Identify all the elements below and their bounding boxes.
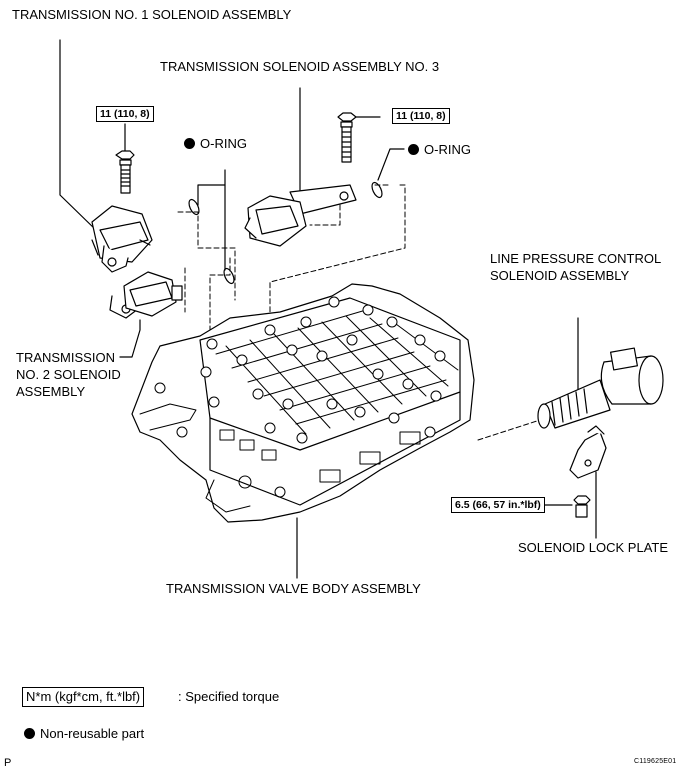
nonreusable-dot-icon — [184, 138, 195, 149]
label-solenoid-3: TRANSMISSION SOLENOID ASSEMBLY NO. 3 — [160, 59, 440, 74]
torque-bolt-1: 11 (110, 8) — [96, 106, 154, 122]
label-valve-body: TRANSMISSION VALVE BODY ASSEMBLY — [166, 581, 421, 596]
solenoid-2-shape — [109, 271, 183, 319]
label-solenoid-2-line2: NO. 2 SOLENOID — [16, 367, 121, 382]
figure-code: C119625E01 — [634, 758, 677, 765]
torque-lock-bolt: 6.5 (66, 57 in.*lbf) — [451, 497, 545, 513]
torque-bolt-3: 11 (110, 8) — [392, 108, 450, 124]
solenoid-3-shape — [244, 184, 357, 247]
oring-right-text: O-RING — [424, 142, 471, 157]
lpc-solenoid-shape — [537, 347, 664, 429]
legend-torque-units: N*m (kgf*cm, ft.*lbf) — [22, 687, 145, 707]
nonreusable-dot-icon — [408, 144, 419, 155]
label-solenoid-1: TRANSMISSION NO. 1 SOLENOID ASSEMBLY — [12, 7, 292, 22]
label-lpc-line1: LINE PRESSURE CONTROL — [490, 251, 662, 266]
bolt-1 — [115, 150, 135, 194]
page-letter: P — [4, 757, 12, 769]
nonreusable-dot-icon — [24, 728, 35, 739]
lock-plate-shape — [569, 425, 607, 479]
label-solenoid-2-line3: ASSEMBLY — [16, 384, 86, 399]
bolt-3 — [337, 112, 357, 163]
solenoid-1-shape — [91, 205, 153, 273]
legend-torque-desc: : Specified torque — [178, 689, 280, 704]
valve-body-shape — [131, 283, 475, 523]
label-oring-right: O-RING — [408, 141, 471, 158]
label-oring-left: O-RING — [184, 135, 247, 152]
legend-nonreusable-text: Non-reusable part — [40, 726, 145, 741]
label-lpc-line2: SOLENOID ASSEMBLY — [490, 268, 630, 283]
label-lock-plate: SOLENOID LOCK PLATE — [518, 540, 669, 555]
legend-nonreusable: Non-reusable part — [24, 726, 144, 742]
label-solenoid-2-line1: TRANSMISSION — [16, 350, 115, 365]
bolt-lock — [573, 495, 591, 518]
oring-left-text: O-RING — [200, 136, 247, 151]
